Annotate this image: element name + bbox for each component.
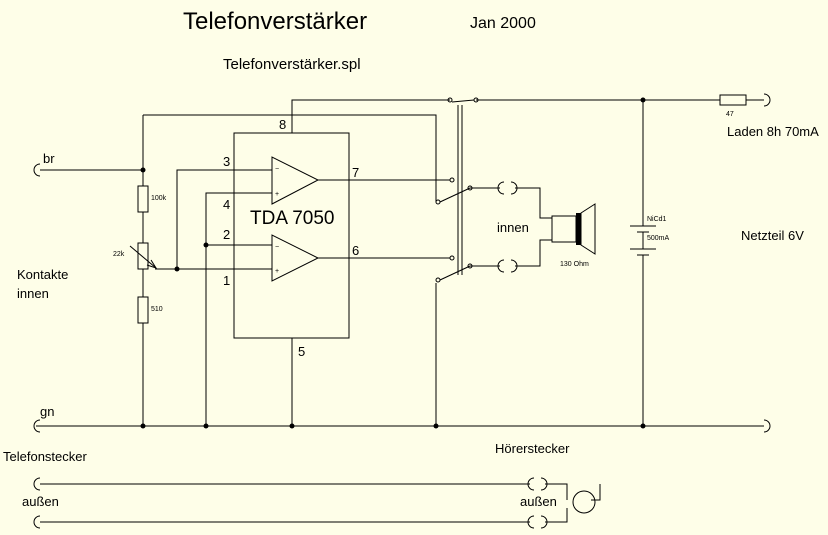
- wiring: [36, 99, 764, 523]
- resistor-100k-label: 100k: [151, 195, 167, 202]
- pin-8: 8: [279, 117, 286, 132]
- junction-dots: [140, 97, 646, 429]
- opamp-upper: [271, 156, 320, 205]
- jack-telefon-lower: [33, 515, 41, 529]
- label-gn: gn: [40, 404, 54, 419]
- jack-br: [33, 163, 41, 177]
- battery-label-type: NiCd1: [647, 216, 667, 223]
- schematic-title: Telefonverstärker: [183, 8, 367, 35]
- potentiometer-arrow: [129, 245, 157, 269]
- pin-5: 5: [298, 344, 305, 359]
- label-laden: Laden 8h 70mA: [727, 124, 819, 139]
- label-aussen-left: außen: [22, 494, 59, 509]
- resistor-100k: [137, 185, 149, 213]
- pin-1: 1: [223, 273, 230, 288]
- resistor-510: [137, 296, 149, 324]
- resistor-510-label: 510: [151, 306, 163, 313]
- jack-gn-right: [763, 419, 771, 433]
- jack-speaker-lower: [497, 259, 518, 273]
- battery-label-capacity: 500mA: [647, 235, 670, 242]
- label-aussen-right: außen: [520, 494, 557, 509]
- opamp-lower-minus: −: [275, 244, 279, 251]
- ic-name: TDA 7050: [250, 208, 335, 229]
- jack-telefon-upper: [33, 477, 41, 491]
- schematic-filename: Telefonverstärker.spl: [223, 56, 361, 73]
- resistor-47: [719, 94, 747, 106]
- pin-7: 7: [352, 165, 359, 180]
- jack-charge: [763, 93, 771, 107]
- label-kontakte-1: Kontakte: [17, 267, 68, 282]
- jack-hoerer-lower: [527, 515, 548, 529]
- pin-6: 6: [352, 243, 359, 258]
- pin-2: 2: [223, 227, 230, 242]
- jack-hoerer-upper: [527, 477, 548, 491]
- opamp-lower: [271, 234, 320, 282]
- label-hoererstecker: Hörerstecker: [495, 441, 570, 456]
- pin-3: 3: [223, 154, 230, 169]
- potentiometer-label: 22k: [113, 251, 125, 258]
- label-kontakte-2: innen: [17, 286, 49, 301]
- potentiometer-22k: [137, 242, 149, 270]
- schematic-date: Jan 2000: [470, 15, 536, 32]
- ic-body: [233, 132, 350, 339]
- speaker-label: 130 Ohm: [560, 261, 589, 268]
- earpiece-icon: [572, 490, 596, 514]
- label-netzteil: Netzteil 6V: [741, 228, 804, 243]
- label-br: br: [43, 151, 55, 166]
- label-innen: innen: [497, 220, 529, 235]
- switch-contacts: [435, 97, 479, 283]
- label-telefonstecker: Telefonstecker: [3, 449, 87, 464]
- opamp-lower-plus: +: [275, 268, 279, 275]
- speaker: [551, 203, 596, 255]
- opamp-upper-plus: +: [275, 191, 279, 198]
- jack-gn-left: [33, 419, 41, 433]
- jack-speaker-upper: [497, 181, 518, 195]
- opamp-upper-minus: −: [275, 166, 279, 173]
- resistor-47-label: 47: [726, 111, 734, 118]
- pin-4: 4: [223, 197, 230, 212]
- battery-nicd: [630, 225, 656, 256]
